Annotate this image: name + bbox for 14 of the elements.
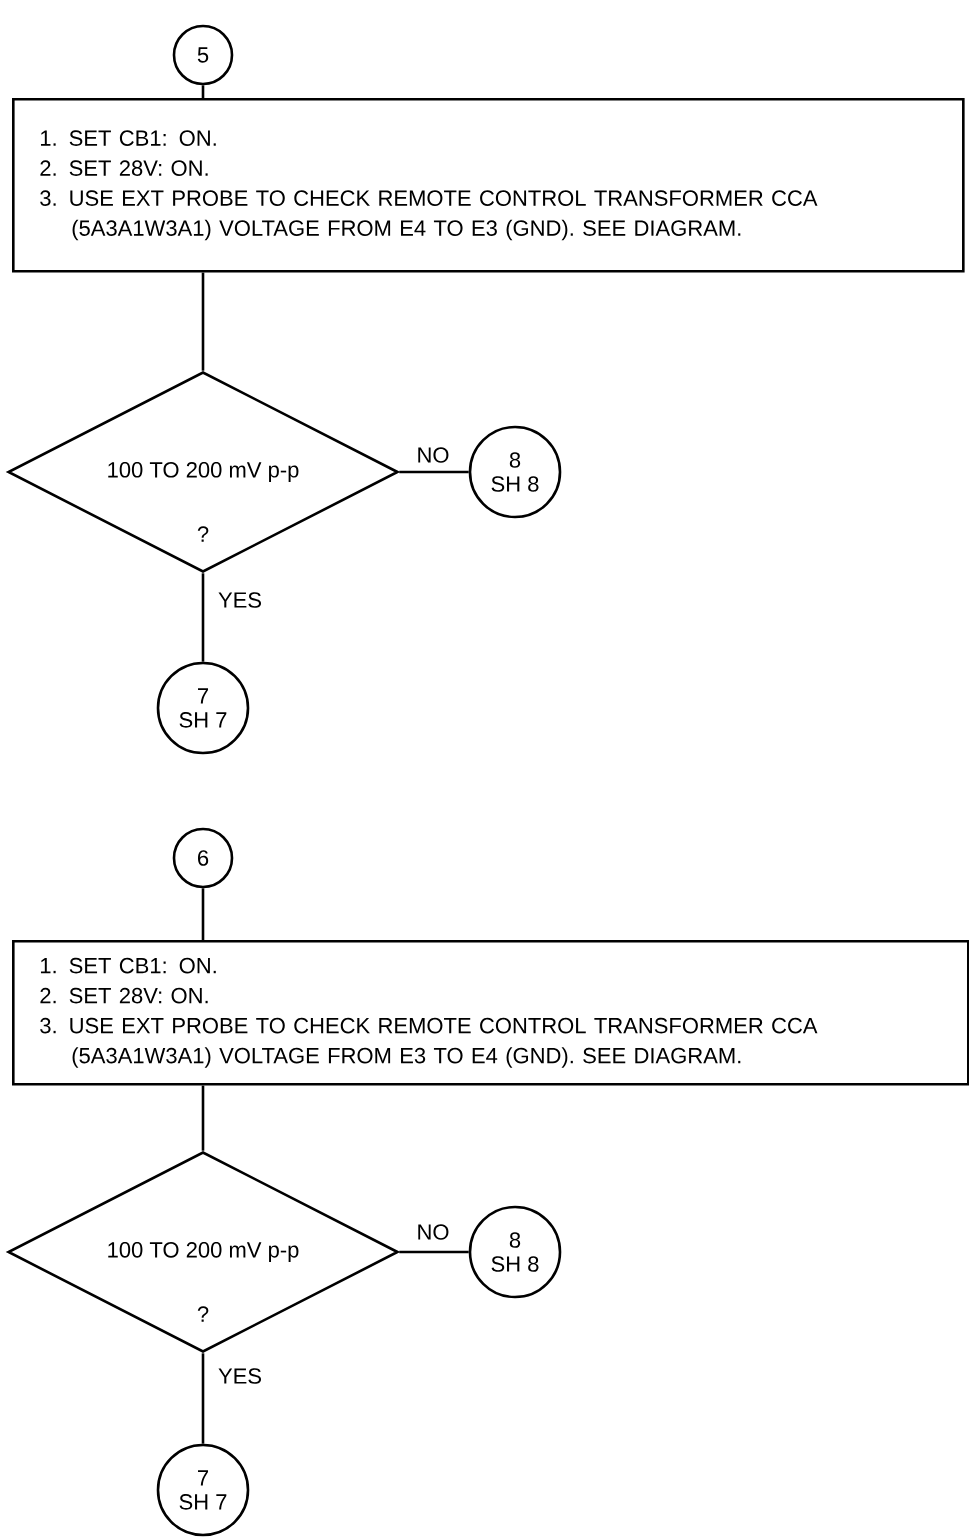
connector-line [201, 1085, 205, 1151]
connector-line [201, 888, 205, 940]
connector-line [201, 85, 205, 98]
connector-line [399, 470, 469, 474]
process-box: 1. SET CB1: ON. 2. SET 28V: ON. 3. USE EXT PROBE TO CHECK REMOTE CONTROL TRANSFORMER CCA (5A3A1W3A1) VOLTAGE FROM E4 TO E3 (GND). SEE DIAGRAM. [12, 98, 965, 273]
connector-line [201, 272, 205, 371]
connector-line [201, 1353, 205, 1444]
edge-label: NO [415, 1223, 451, 1241]
process-box: 1. SET CB1: ON. 2. SET 28V: ON. 3. USE EXT PROBE TO CHECK REMOTE CONTROL TRANSFORMER CCA (5A3A1W3A1) VOLTAGE FROM E3 TO E4 (GND). SEE DIAGRAM. [12, 940, 969, 1086]
edge-label: YES [217, 1367, 263, 1385]
edge-label: NO [415, 446, 451, 464]
connector-line [201, 573, 205, 662]
edge-label: YES [217, 591, 263, 609]
connector-line [399, 1250, 469, 1254]
